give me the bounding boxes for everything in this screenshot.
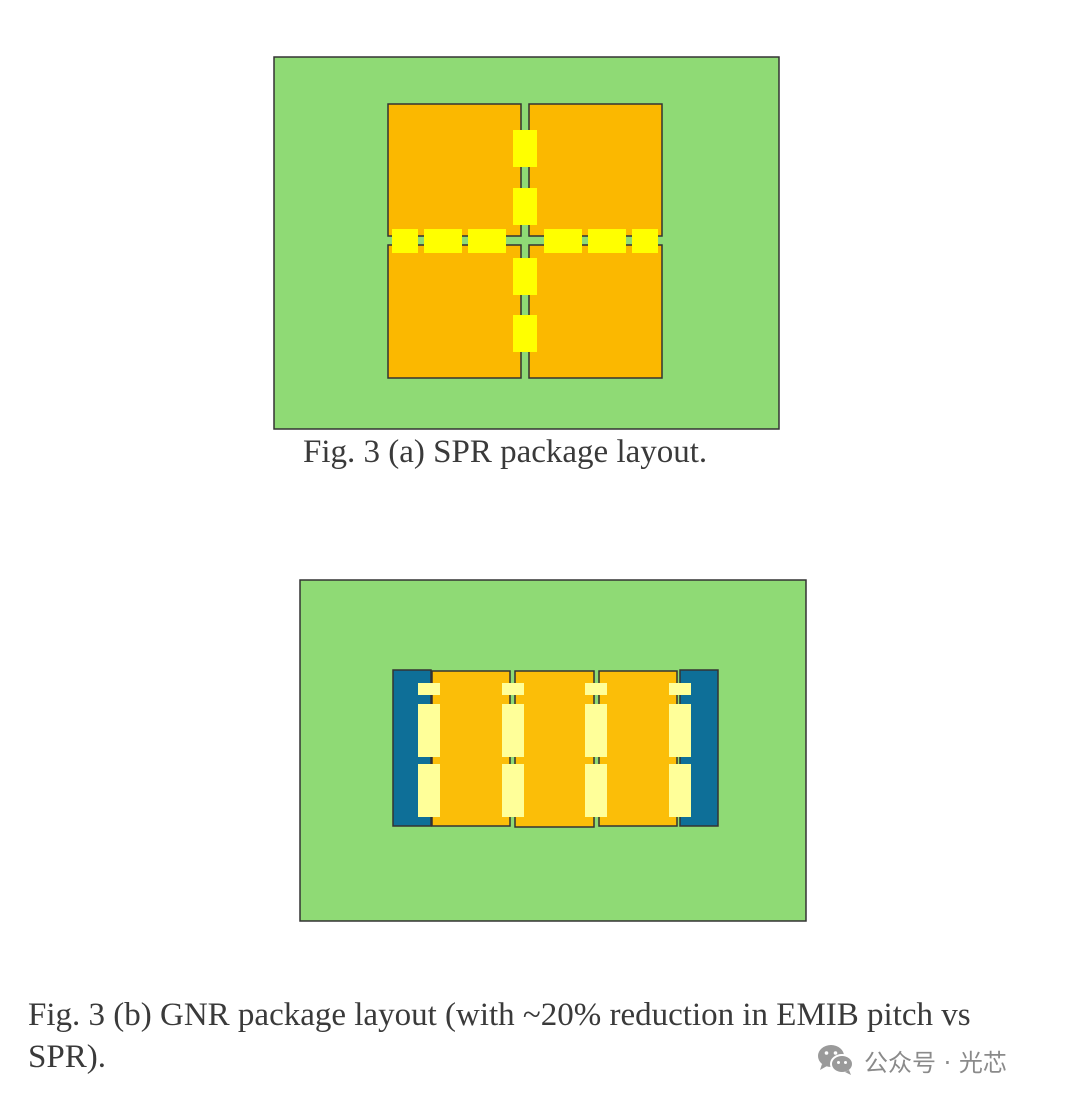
spr-emib-bridge xyxy=(513,258,537,295)
spr-emib-bridge xyxy=(513,188,537,225)
gnr-emib-bridge xyxy=(502,683,524,695)
gnr-compute-die-right xyxy=(598,670,678,827)
spr-package-diagram xyxy=(273,56,780,430)
watermark: 公众号 · 光芯 xyxy=(816,1042,1007,1078)
spr-die-top-right xyxy=(528,103,663,237)
gnr-emib-bridge xyxy=(585,704,607,757)
watermark-text: 公众号 · 光芯 xyxy=(864,1048,1007,1077)
figure-a-caption: Fig. 3 (a) SPR package layout. xyxy=(303,434,708,470)
gnr-compute-die-left xyxy=(431,670,511,827)
wechat-icon xyxy=(818,1045,854,1075)
gnr-package-diagram xyxy=(299,579,807,922)
gnr-emib-bridge xyxy=(418,704,440,757)
gnr-emib-bridge xyxy=(502,764,524,817)
spr-emib-bridge xyxy=(544,229,582,253)
spr-emib-bridge xyxy=(513,315,537,352)
spr-emib-bridge xyxy=(632,229,658,253)
gnr-emib-bridge xyxy=(669,764,691,817)
spr-emib-bridge xyxy=(424,229,462,253)
gnr-emib-bridge xyxy=(418,683,440,695)
spr-emib-bridge xyxy=(513,130,537,167)
gnr-emib-bridge xyxy=(669,704,691,757)
spr-emib-bridge xyxy=(468,229,506,253)
gnr-emib-bridge xyxy=(418,764,440,817)
figure-b-caption: Fig. 3 (b) GNR package layout (with ~20%… xyxy=(28,997,971,1075)
gnr-compute-die-center xyxy=(514,670,595,828)
gnr-emib-bridge xyxy=(502,704,524,757)
spr-die-bottom-left xyxy=(387,244,522,379)
gnr-emib-bridge xyxy=(585,683,607,695)
spr-die-top-left xyxy=(387,103,522,237)
spr-die-bottom-right xyxy=(528,244,663,379)
spr-emib-bridge xyxy=(588,229,626,253)
gnr-emib-bridge xyxy=(585,764,607,817)
gnr-emib-bridge xyxy=(669,683,691,695)
spr-emib-bridge xyxy=(392,229,418,253)
spr-substrate xyxy=(273,56,780,430)
